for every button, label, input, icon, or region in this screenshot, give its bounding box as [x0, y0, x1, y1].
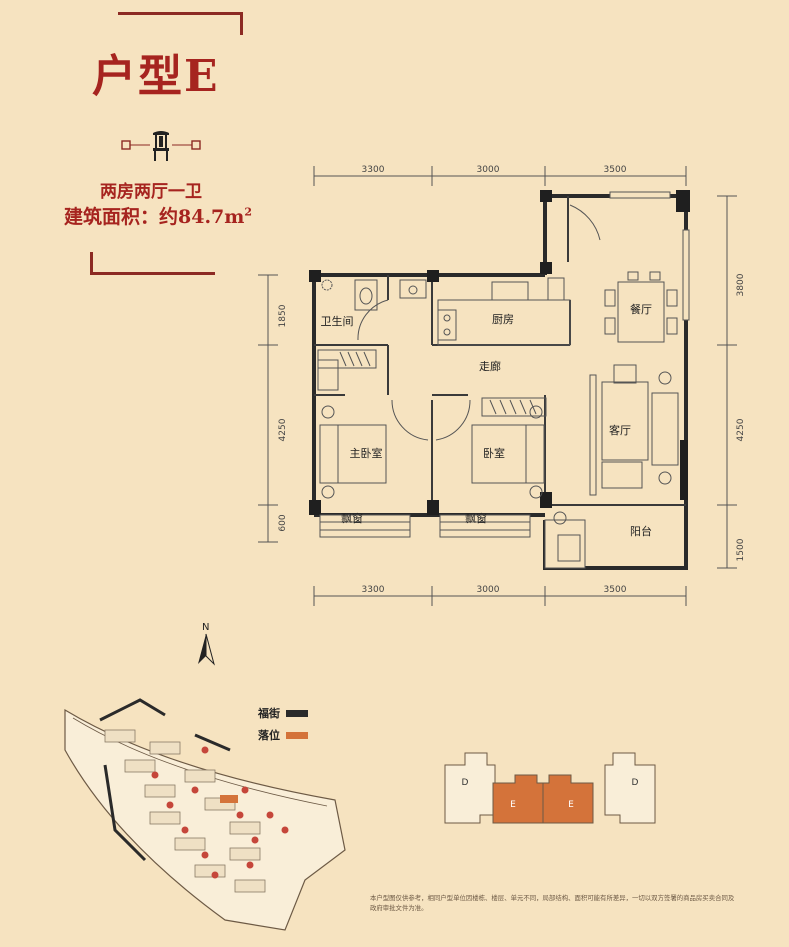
dim-right-2: 4250 — [736, 418, 746, 441]
site-target-unit — [220, 795, 238, 803]
key-unit-e-left: E — [510, 800, 516, 810]
key-unit-d-right: D — [632, 778, 639, 788]
beds — [319, 405, 545, 499]
room-label-living: 客厅 — [609, 423, 631, 437]
area-unit-superscript: 2 — [244, 205, 253, 219]
legend-swatch-street — [286, 709, 308, 717]
room-label-bathroom: 卫生间 — [321, 314, 354, 328]
disclaimer-text: 本户型图仅供参考，相同户型单位因楼栋、楼层、单元不同，局部结构、面积可能有所差异… — [370, 894, 735, 912]
dim-top-2: 3000 — [477, 165, 500, 175]
room-label-kitchen: 厨房 — [492, 313, 514, 326]
doors — [357, 204, 601, 441]
room-labels: 卫生间 厨房 餐厅 走廊 客厅 主卧室 卧室 飘窗 飘窗 阳台 — [321, 302, 653, 538]
inner-walls — [314, 196, 686, 515]
room-label-corridor: 走廊 — [479, 359, 501, 373]
top-right-bracket — [118, 12, 243, 35]
area-text: 建筑面积：约84.7m — [64, 206, 245, 228]
kitchen-fixtures — [437, 277, 571, 346]
page-title: 户型E — [92, 51, 220, 102]
legend-label-street: 福街 — [258, 707, 280, 720]
room-label-balcony: 阳台 — [630, 524, 652, 538]
layout-subtitle: 两房两厅一卫 — [100, 182, 202, 202]
chair-icon — [153, 131, 169, 161]
room-label-bay-window-2: 飘窗 — [465, 511, 487, 525]
dim-left-2: 4250 — [278, 418, 288, 441]
dim-bottom-3: 3500 — [604, 585, 627, 595]
building-area: 建筑面积：约84.7m2 — [64, 202, 252, 229]
ornament — [121, 131, 201, 161]
living-furniture — [589, 364, 679, 496]
key-unit-e-right: E — [568, 800, 574, 810]
column-blocks — [309, 190, 690, 515]
dim-right-3: 1500 — [736, 538, 746, 561]
balcony-fixtures — [553, 511, 581, 562]
windows — [319, 191, 690, 569]
north-arrow-icon — [198, 633, 215, 666]
room-label-master-bedroom: 主卧室 — [350, 446, 383, 460]
site-buildings — [104, 729, 266, 893]
compass-north-label: N — [202, 622, 209, 633]
dim-right-1: 3800 — [736, 273, 746, 296]
dim-top-3: 3500 — [604, 165, 627, 175]
legend-item-location: 落位 — [258, 727, 308, 743]
building-number-markers — [151, 746, 289, 879]
dim-top-1: 3300 — [362, 165, 385, 175]
dim-left-1: 1850 — [278, 304, 288, 327]
dim-bottom-1: 3300 — [362, 585, 385, 595]
wardrobes — [317, 349, 547, 417]
bathroom-fixtures — [321, 279, 427, 311]
site-roads — [99, 698, 231, 862]
dimension-lines — [258, 166, 737, 606]
site-legend: 福街 落位 — [258, 705, 308, 743]
compass: N — [198, 622, 215, 666]
room-label-bay-window-1: 飘窗 — [341, 511, 363, 525]
legend-label-location: 落位 — [258, 729, 280, 742]
dining-table — [604, 271, 678, 343]
room-label-bedroom: 卧室 — [483, 446, 505, 460]
site-plan — [64, 698, 346, 931]
dim-bottom-2: 3000 — [477, 585, 500, 595]
dim-left-3: 600 — [278, 514, 288, 531]
legend-item-street: 福街 — [258, 705, 308, 721]
key-plan: D E E D — [444, 752, 656, 824]
bottom-left-bracket — [90, 252, 215, 275]
dimension-labels: 3300 3000 3500 3300 3000 3500 1850 4250 … — [278, 165, 746, 595]
room-label-dining: 餐厅 — [630, 302, 652, 316]
legend-swatch-location — [286, 731, 308, 739]
key-unit-d-left: D — [462, 778, 469, 788]
